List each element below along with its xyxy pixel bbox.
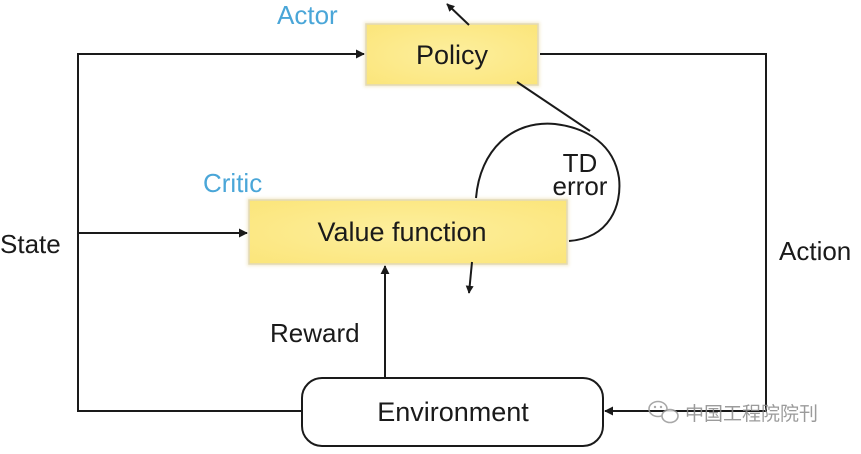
policy-update-arrow: [446, 3, 470, 26]
actor-label: Actor: [277, 0, 338, 30]
wechat-icon: [648, 400, 679, 424]
action-arrow: [540, 53, 767, 416]
td-label: TD: [563, 148, 598, 178]
value-function-box: Value function: [247, 198, 569, 266]
policy-box: Policy: [364, 22, 540, 87]
watermark: 中国工程院院刊: [648, 400, 818, 425]
policy-label: Policy: [416, 40, 489, 70]
value-function-label: Value function: [317, 217, 486, 247]
state-label: State: [0, 229, 61, 259]
action-label: Action: [779, 236, 851, 266]
reward-label: Reward: [270, 318, 360, 348]
critic-label: Critic: [203, 168, 262, 198]
td-error-label: error: [553, 171, 608, 201]
td-error-connector: [516, 81, 591, 132]
value-update-arrow: [465, 261, 474, 294]
environment-box: Environment: [301, 377, 604, 447]
watermark-text: 中国工程院院刊: [685, 403, 818, 425]
environment-label: Environment: [377, 397, 529, 427]
td-error-loop: [475, 122, 621, 242]
